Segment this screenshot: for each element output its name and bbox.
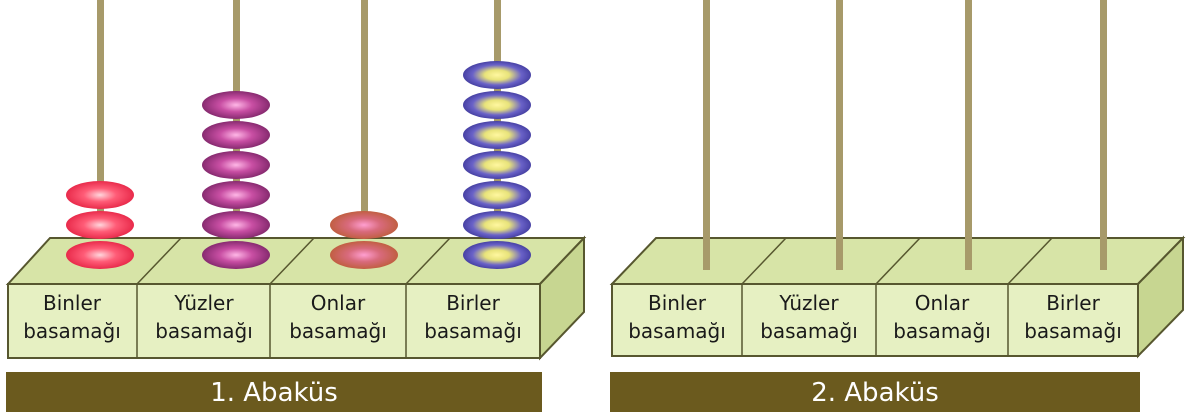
- label-onlar-1-sub: basamağı: [289, 319, 387, 343]
- abacus-2-plate: [610, 372, 1140, 412]
- bead: [66, 181, 134, 209]
- label-binler-2: Binler: [648, 291, 707, 315]
- abacus-1-plate: [6, 372, 542, 412]
- label-binler-2-sub: basamağı: [628, 319, 726, 343]
- bead: [202, 151, 270, 179]
- beads-yuzler-1: [202, 91, 270, 269]
- bead: [330, 211, 398, 239]
- abacus-1-front: [7, 283, 541, 359]
- label-onlar-1: Onlar: [311, 291, 366, 315]
- rods-2: [703, 0, 1107, 270]
- label-birler-1-sub: basamağı: [424, 319, 522, 343]
- label-onlar-2-sub: basamağı: [893, 319, 991, 343]
- bead: [463, 181, 531, 209]
- abacus-2-title: 2. Abaküs: [811, 378, 939, 408]
- label-birler-2: Birler: [1046, 291, 1100, 315]
- bead: [463, 91, 531, 119]
- abacus-2-front: [611, 283, 1139, 357]
- beads-onlar-1: [330, 211, 398, 269]
- bead: [66, 211, 134, 239]
- rod-binler-2: [703, 0, 710, 270]
- rod-binler-1: [97, 0, 104, 255]
- abacus-1: Binler basamağı Yüzler basamağı Onlar ba…: [5, 0, 587, 412]
- label-yuzler-1-sub: basamağı: [155, 319, 253, 343]
- label-onlar-2: Onlar: [915, 291, 970, 315]
- bead: [463, 61, 531, 89]
- bead: [66, 241, 134, 269]
- label-birler-2-sub: basamağı: [1024, 319, 1122, 343]
- bead: [202, 181, 270, 209]
- rod-birler-2: [1100, 0, 1107, 270]
- label-yuzler-2: Yüzler: [778, 291, 839, 315]
- rod-onlar-1: [361, 0, 368, 255]
- bead: [463, 211, 531, 239]
- bead: [202, 211, 270, 239]
- label-yuzler-2-sub: basamağı: [760, 319, 858, 343]
- beads-binler-1: [66, 181, 134, 269]
- bead: [463, 151, 531, 179]
- rod-yuzler-2: [836, 0, 843, 270]
- label-birler-1: Birler: [446, 291, 500, 315]
- label-yuzler-1: Yüzler: [173, 291, 234, 315]
- bead: [202, 241, 270, 269]
- label-binler-1: Binler: [43, 291, 102, 315]
- beads-birler-1: [463, 61, 531, 269]
- bead: [202, 121, 270, 149]
- bead: [202, 91, 270, 119]
- abacus-1-title: 1. Abaküs: [210, 378, 338, 408]
- bead: [330, 241, 398, 269]
- abacus-2: Binler basamağı Yüzler basamağı Onlar ba…: [609, 0, 1186, 412]
- rods-1: [97, 0, 501, 255]
- rod-onlar-2: [965, 0, 972, 270]
- bead: [463, 121, 531, 149]
- bead: [463, 241, 531, 269]
- label-binler-1-sub: basamağı: [23, 319, 121, 343]
